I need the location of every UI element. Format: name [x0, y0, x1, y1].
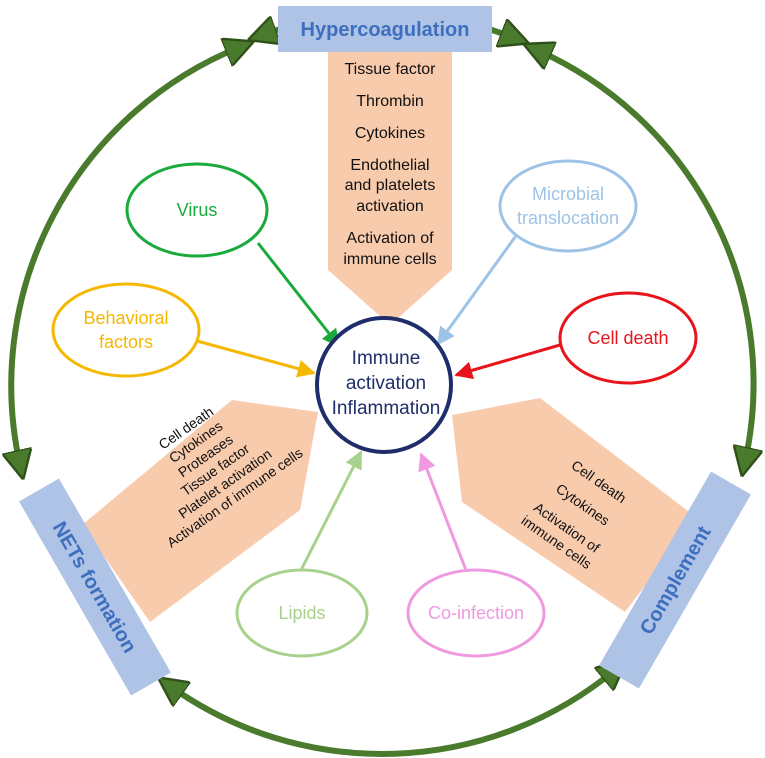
arrow-behavioral: [196, 339, 316, 378]
center-line-2: activation: [346, 373, 426, 394]
node-microbial-label: translocation: [517, 208, 619, 228]
arrows: [196, 232, 561, 581]
hyper-item: and platelets: [345, 177, 436, 194]
center-line-1: Immune: [352, 348, 421, 369]
hyper-item: Thrombin: [356, 93, 424, 110]
node-coinfection-label: Co-infection: [428, 603, 524, 623]
ring-arc-bottom: [170, 670, 615, 757]
node-lipids: Lipids: [235, 568, 369, 658]
center-node: Immune activation Inflammation: [315, 316, 453, 454]
ring-arc-right: [537, 50, 754, 462]
hyper-item: Cytokines: [355, 125, 425, 142]
arrow-virus: [256, 242, 341, 348]
center-line-3: Inflammation: [332, 398, 441, 419]
node-virus-label: Virus: [177, 200, 218, 220]
node-celldeath: Cell death: [558, 291, 698, 385]
hyper-item: immune cells: [343, 251, 436, 268]
arrow-celldeath: [454, 343, 561, 380]
label-hypercoagulation: Hypercoagulation: [278, 6, 492, 52]
node-behavioral-label: factors: [99, 332, 153, 352]
arrow-microbial: [436, 232, 520, 346]
node-microbial: Microbial translocation: [498, 159, 638, 253]
ring-arc-left: [11, 47, 240, 465]
hyper-item: Endothelial: [350, 157, 429, 174]
complement-funnel: [452, 398, 697, 612]
hyper-item: Activation of: [346, 230, 434, 247]
node-behavioral: Behavioral factors: [51, 282, 201, 378]
node-virus: Virus: [125, 162, 269, 258]
hypercoagulation-items: Tissue factor Thrombin Cytokines Endothe…: [343, 61, 436, 268]
hypercoagulation-funnel: [328, 50, 452, 325]
nets-funnel: [82, 400, 318, 622]
node-celldeath-label: Cell death: [587, 328, 668, 348]
arrow-lipids: [294, 450, 363, 581]
node-coinfection: Co-infection: [406, 568, 546, 658]
arrow-coinfection: [418, 452, 471, 579]
label-hypercoagulation-text: Hypercoagulation: [301, 19, 470, 41]
node-behavioral-label: Behavioral: [83, 308, 168, 328]
node-microbial-label: Microbial: [532, 184, 604, 204]
hyper-item: Tissue factor: [345, 61, 437, 78]
node-lipids-label: Lipids: [278, 603, 325, 623]
hyper-item: activation: [356, 198, 424, 215]
